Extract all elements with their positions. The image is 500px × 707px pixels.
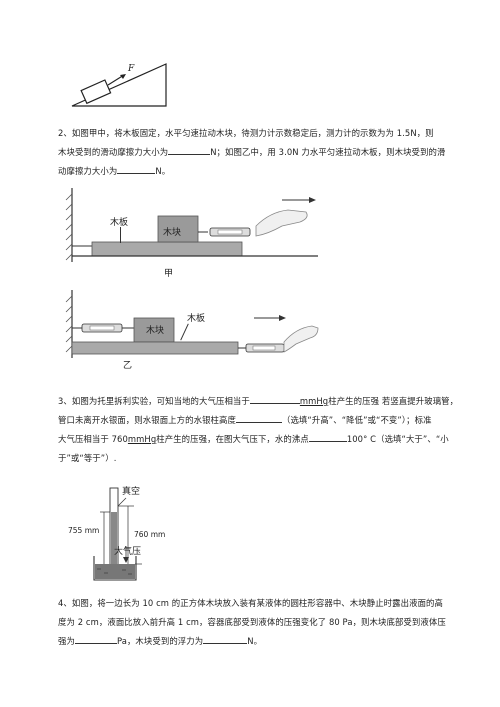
q3-line2-text-a: 管口未离开水银面，则水银面上方的水银柱高度 [58, 415, 236, 425]
q3-line3-text-d: 100° C（选填“大于”、“小 [346, 434, 449, 444]
answer-blank-height[interactable] [235, 411, 282, 423]
q2-line3-text-a: 动摩擦力大小为 [58, 166, 118, 176]
q2-line2-text-b: N；如图乙中，用 3.0N 力水平匀速拉动木板，则木块受到的滑 [210, 147, 446, 157]
q3-line1-text-c: 柱产生的压强 若竖直提升玻璃管， [328, 396, 459, 406]
question-4: 4、如图，将一边长为 10 cm 的正方体木块放入装有某液体的圆柱形容器中、木块… [58, 594, 446, 651]
question-2: 2、如图甲中，将木板固定，水平匀速拉动木块，待测力计示数稳定后，测力计的示数为为… [58, 124, 445, 181]
q3-line4: 于”或“等于”）. [58, 453, 117, 463]
answer-blank-friction-2[interactable] [117, 162, 156, 174]
answer-blank-friction-1[interactable] [168, 143, 211, 155]
torricelli-figure [93, 487, 142, 581]
q3-line3: 大气压相当于 760mmHg柱产生的压强，在图大气压下，水的沸点 100° C（选… [58, 430, 458, 449]
q3-line2-text-b: （选填“升高”、“降低”或“不变”）；标准 [281, 415, 432, 425]
jia-block-label: 木块 [163, 228, 182, 238]
answer-blank-pressure[interactable] [74, 632, 117, 644]
yi-block-label: 木块 [146, 326, 165, 336]
q4-line3-text-c: N。 [247, 636, 263, 646]
figure-jia [65, 188, 318, 262]
q2-line3-text-b: N。 [155, 166, 171, 176]
yi-board-label: 木板 [187, 314, 206, 324]
q3-line1: 3、如图为托里拆利实验，可知当地的大气压相当于 mmHg柱产生的压强 若竖直提升玻… [58, 392, 458, 411]
q4-line3: 强为 Pa，木块受到的浮力为 N。 [58, 632, 446, 651]
figure-yi-caption: 乙 [123, 361, 133, 371]
q3-line3-text-c: 柱产生的压强，在图大气压下，水的沸点 [156, 434, 309, 444]
answer-blank-boiling[interactable] [308, 430, 347, 442]
incline-figure [71, 63, 167, 107]
jia-board-pointer [120, 227, 121, 243]
vacuum-label: 真空 [122, 487, 141, 497]
q3-line3-text-a: 大气压相当于 760 [58, 434, 128, 444]
q4-line1: 4、如图，将一边长为 10 cm 的正方体木块放入装有某液体的圆柱形容器中、木块… [58, 598, 444, 608]
jia-board-label: 木板 [110, 218, 129, 228]
q2-line3: 动摩擦力大小为 N。 [58, 162, 445, 181]
q2-line2-text-a: 木块受到的滑动摩擦力大小为 [58, 147, 169, 157]
answer-blank-buoyancy[interactable] [203, 632, 248, 644]
q4-line3-text-b: Pa，木块受到的浮力为 [116, 636, 204, 646]
figure-yi [65, 290, 319, 358]
answer-blank-mmhg[interactable] [249, 392, 300, 404]
q3-unit-mmhg-1: mmHg [299, 396, 329, 406]
q3-unit-mmhg-2: mmHg [127, 434, 157, 444]
height-760-label: 760 mm [134, 530, 166, 539]
q4-line3-text-a: 强为 [58, 636, 75, 646]
q2-line1: 2、如图甲中，将木板固定，水平匀速拉动木块，待测力计示数稳定后，测力计的示数为为… [58, 128, 434, 138]
q3-line1-text-a: 3、如图为托里拆利实验，可知当地的大气压相当于 [58, 396, 250, 406]
height-755-label: 755 mm [68, 526, 100, 535]
figure-jia-caption: 甲 [164, 269, 174, 279]
q4-line2: 度为 2 cm，液面比放入前升高 1 cm，容器底部受到液体的压强变化了 80 … [58, 617, 446, 627]
force-label: F [128, 64, 135, 74]
q3-line2: 管口未离开水银面，则水银面上方的水银柱高度 （选填“升高”、“降低”或“不变”）；… [58, 411, 458, 430]
q2-line2: 木块受到的滑动摩擦力大小为 N；如图乙中，用 3.0N 力水平匀速拉动木板，则木块… [58, 143, 445, 162]
atmospheric-pressure-label: 大气压 [114, 547, 142, 557]
